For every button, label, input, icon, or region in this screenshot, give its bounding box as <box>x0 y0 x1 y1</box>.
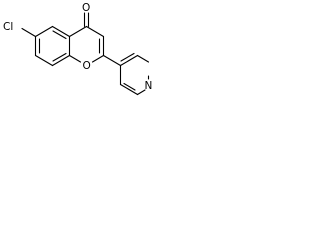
bond-c8-c8a <box>51 54 71 67</box>
bond-c2-o1 <box>91 54 105 63</box>
pyridine-nitrogen-label: N <box>145 80 153 92</box>
bond-c2-pyridine <box>102 54 122 67</box>
bond-p5-p6-inner <box>123 82 136 91</box>
bond-p1-p2 <box>119 54 139 67</box>
bond-c5-c6 <box>34 25 54 38</box>
bond-c4a-c4 <box>68 25 88 38</box>
chemical-structure-diagram: Cl O O N <box>3 2 153 96</box>
bond-c6-cl <box>21 27 37 38</box>
bond-o1-c8a <box>68 54 82 63</box>
pyridine-ring <box>119 52 150 96</box>
bond-p1-p2-inner <box>120 52 135 62</box>
bond-p5-p6 <box>119 83 139 96</box>
bond-c7-c8 <box>34 54 54 67</box>
benzene-ring <box>34 25 71 67</box>
bond-c4a-c5 <box>51 25 71 38</box>
ring-oxygen-label: O <box>83 60 91 72</box>
bond-c4a-c5-inner <box>52 30 67 40</box>
bond-c8-c8a-inner <box>52 52 67 62</box>
bond-c4-c3 <box>85 25 105 38</box>
chlorine-label: Cl <box>3 21 13 33</box>
carbonyl-oxygen-label: O <box>82 2 90 14</box>
bond-p2-p3 <box>136 54 150 63</box>
pyranone-ring <box>68 25 105 63</box>
bond-n-p5 <box>136 89 146 96</box>
